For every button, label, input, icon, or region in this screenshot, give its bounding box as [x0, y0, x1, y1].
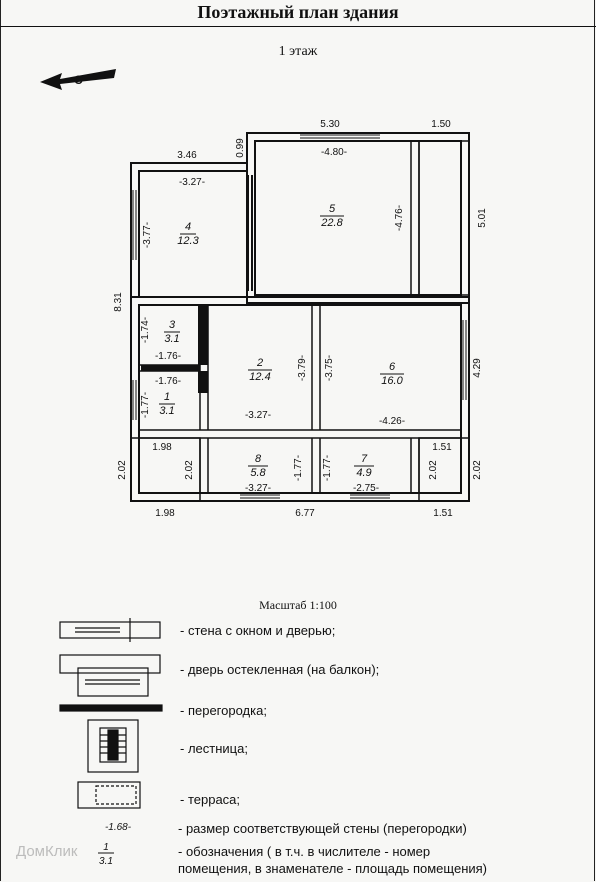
dim-right-501: 5.01: [477, 208, 488, 228]
legend-wall-text: - стена с окном и дверью;: [180, 623, 336, 638]
dim-r6-426: -4.26-: [379, 416, 405, 427]
page-title: Поэтажный план здания: [0, 0, 596, 27]
legend-partition-symbol: [59, 704, 163, 712]
scale-label: Масштаб 1:100: [259, 598, 337, 612]
room-8-num: 8: [255, 453, 262, 465]
dim-r8-177: -1.77-: [293, 455, 304, 481]
room-4-num: 4: [185, 221, 191, 233]
floor-label: 1 этаж: [278, 44, 318, 59]
legend-notation-text: - обозначения ( в т.ч. в числителе - ном…: [178, 844, 431, 859]
terraces: [130, 140, 470, 502]
north-arrow-icon: С: [40, 69, 116, 90]
interior-walls: [139, 141, 461, 493]
room-6-num: 6: [389, 361, 396, 373]
dim-bot-198: 1.98: [155, 508, 175, 519]
legend-num-sample: 1: [103, 842, 109, 853]
dim-top-530: 5.30: [320, 119, 340, 130]
dim-left-831: 8.31: [113, 292, 124, 312]
dim-r5-480: -4.80-: [321, 147, 347, 158]
room-1-area: 3.1: [159, 405, 174, 417]
room-6-area: 16.0: [381, 375, 403, 387]
dim-r5-476: -4.76-: [394, 205, 405, 231]
legend-stairs-symbol: [87, 719, 139, 773]
dim-right-202b: 2.02: [472, 460, 483, 480]
dim-r7-177: -1.77-: [322, 455, 333, 481]
compass-label: С: [74, 73, 83, 87]
legend-terrace-text: - терраса;: [180, 792, 241, 807]
room-3-area: 3.1: [164, 333, 179, 345]
dim-r8-327: -3.27-: [245, 483, 271, 494]
legend-partition-text: - перегородка;: [180, 703, 267, 718]
dim-r4-327: -3.27-: [179, 177, 205, 188]
legend-size-text: - размер соответствующей стены (перегоро…: [178, 821, 467, 836]
dim-right-429: 4.29: [472, 358, 483, 378]
watermark: ДомКлик: [16, 843, 78, 860]
dim-mid-151: 1.51: [432, 442, 452, 453]
dim-r3-176: -1.76-: [155, 351, 181, 362]
legend-symbols: [59, 618, 163, 809]
room-labels: 4 12.3 5 22.8 3 3.1 2 12.4 6 16.0 1 3.1 …: [159, 203, 404, 479]
room-1-num: 1: [164, 391, 170, 403]
legend-area-sample: 3.1: [99, 856, 113, 867]
room-8-area: 5.8: [250, 467, 266, 479]
dim-top-099: 0.99: [235, 138, 246, 158]
room-2-area: 12.4: [249, 371, 270, 383]
legend-terrace-symbol: [77, 781, 141, 809]
dim-bot-677: 6.77: [295, 508, 315, 519]
legend-balcony-door-symbol: [59, 654, 161, 697]
room-7-num: 7: [361, 453, 368, 465]
dim-left-202b: 2.02: [184, 460, 195, 480]
dimension-labels: 5.30 1.50 3.46 0.99 -3.27- -3.77- -4.80-…: [113, 119, 488, 519]
dim-r2-327: -3.27-: [245, 410, 271, 421]
room-4-area: 12.3: [177, 235, 199, 247]
room-5-area: 22.8: [320, 217, 343, 229]
dim-r2-379: -3.79-: [297, 355, 308, 381]
legend-door-text: - дверь остекленная (на балкон);: [180, 662, 380, 677]
dim-left-202: 2.02: [117, 460, 128, 480]
dim-r4-377: -3.77-: [142, 222, 153, 248]
dim-top-346: 3.46: [177, 150, 197, 161]
legend-notation-text-2: помещения, в знаменателе - площадь помещ…: [178, 861, 487, 876]
dim-r1-176: -1.76-: [155, 376, 181, 387]
legend-wall-symbol: [59, 618, 161, 642]
partitions: [141, 175, 253, 393]
room-5-num: 5: [329, 203, 336, 215]
dim-r6-375: -3.75-: [324, 355, 335, 381]
legend-size-sample: -1.68-: [105, 822, 132, 833]
room-2-num: 2: [256, 357, 263, 369]
room-3-num: 3: [169, 319, 176, 331]
room-7-area: 4.9: [356, 467, 371, 479]
windows: [132, 134, 467, 499]
dim-r1-177: -1.77-: [140, 392, 151, 418]
dim-r3-174: -1.74-: [140, 317, 151, 343]
dim-top-150: 1.50: [431, 119, 451, 130]
dim-mid-198: 1.98: [152, 442, 172, 453]
legend-stairs-text: - лестница;: [180, 741, 248, 756]
dim-bot-151: 1.51: [433, 508, 453, 519]
dim-r7-275: -2.75-: [353, 483, 379, 494]
dim-right-202: 2.02: [428, 460, 439, 480]
